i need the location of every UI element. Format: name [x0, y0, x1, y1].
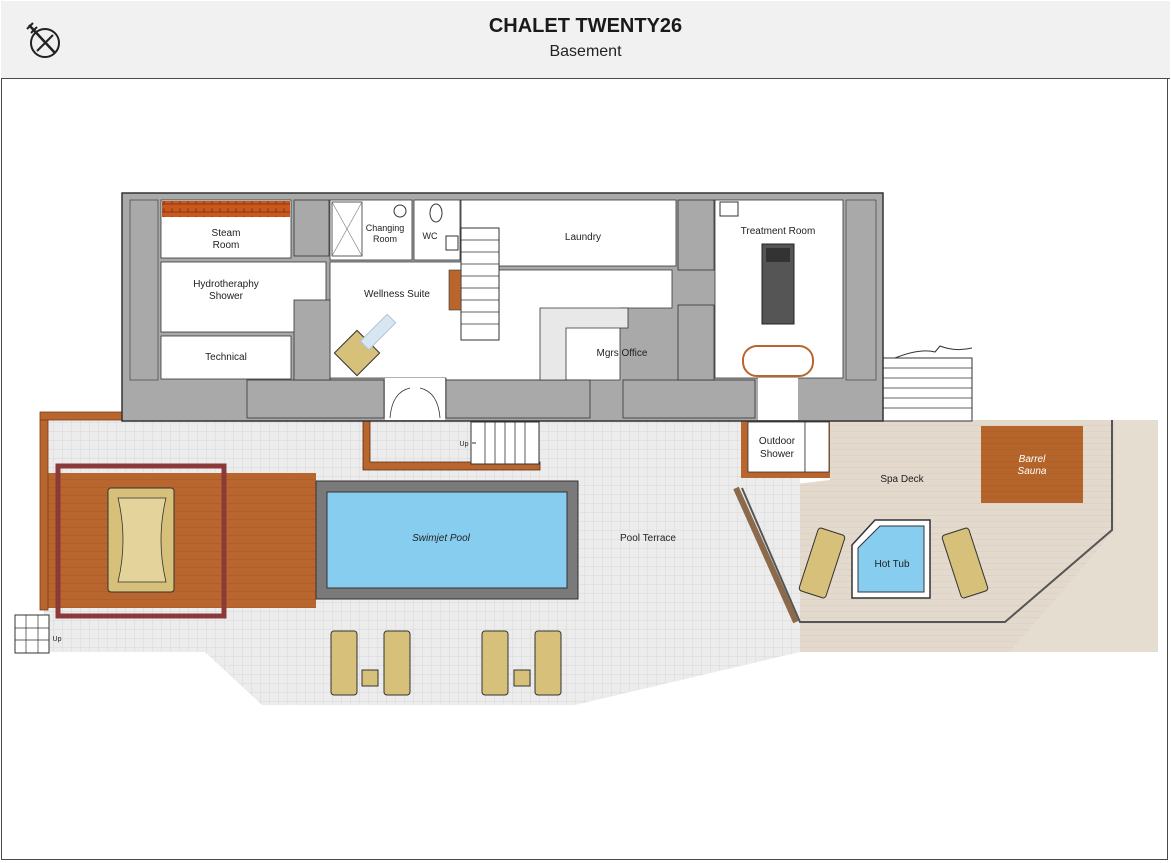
building-walls	[121, 192, 884, 422]
spa-deck-railing	[741, 420, 1113, 623]
label-hydrotherapy-1: Hydrotheraphy	[193, 279, 259, 290]
label-hot-tub: Hot Tub	[874, 559, 909, 570]
label-pool-terrace: Pool Terrace	[620, 533, 676, 544]
massage-chair	[333, 313, 397, 377]
timber-deck	[48, 473, 316, 608]
office-desk	[539, 307, 629, 381]
label-hydrotherapy-2: Shower	[209, 291, 244, 302]
label-treatment-room: Treatment Room	[741, 226, 816, 237]
label-wc: WC	[423, 231, 438, 241]
page-title: CHALET TWENTY26	[488, 15, 683, 37]
north-compass-icon	[26, 22, 60, 58]
label-outdoor-shower-1: Outdoor	[759, 436, 796, 447]
label-up-left: Up	[53, 636, 62, 643]
label-barrel-sauna-1: Barrel	[1019, 454, 1046, 465]
label-swimjet-pool: Swimjet Pool	[412, 533, 471, 544]
label-technical: Technical	[205, 352, 247, 363]
label-spa-deck: Spa Deck	[880, 474, 924, 485]
label-laundry: Laundry	[565, 232, 601, 243]
label-steam-room-2: Room	[213, 240, 240, 251]
steam-heater	[162, 201, 290, 217]
external-stairs-right	[881, 345, 973, 422]
internal-stairs	[448, 227, 500, 341]
label-changing-room-1: Changing	[366, 223, 405, 233]
plan-header: CHALET TWENTY26 Basement	[1, 1, 1170, 79]
outdoor-shower	[741, 421, 830, 478]
label-outdoor-shower-2: Shower	[760, 449, 795, 460]
wc-toilet	[429, 203, 459, 251]
spa-loungers	[798, 527, 989, 599]
label-steam-room-1: Steam	[212, 228, 241, 239]
label-wellness-suite: Wellness Suite	[364, 289, 430, 300]
outdoor-sofa	[107, 487, 175, 593]
sun-loungers	[330, 630, 562, 696]
treatment-bed	[719, 201, 814, 377]
floor-subtitle: Basement	[549, 43, 622, 60]
barrel-sauna	[981, 426, 1083, 503]
label-barrel-sauna-2: Sauna	[1018, 466, 1047, 477]
pergola-frame	[55, 463, 227, 619]
hot-tub	[851, 519, 931, 599]
entry-doors	[389, 387, 441, 419]
label-up-terrace: Up	[460, 441, 469, 448]
left-stairs	[14, 614, 50, 654]
label-changing-room-2: Room	[373, 234, 397, 244]
label-mgrs-office: Mgrs Office	[597, 348, 648, 359]
changing-shower	[331, 201, 407, 257]
terrace-stairs	[470, 421, 540, 465]
